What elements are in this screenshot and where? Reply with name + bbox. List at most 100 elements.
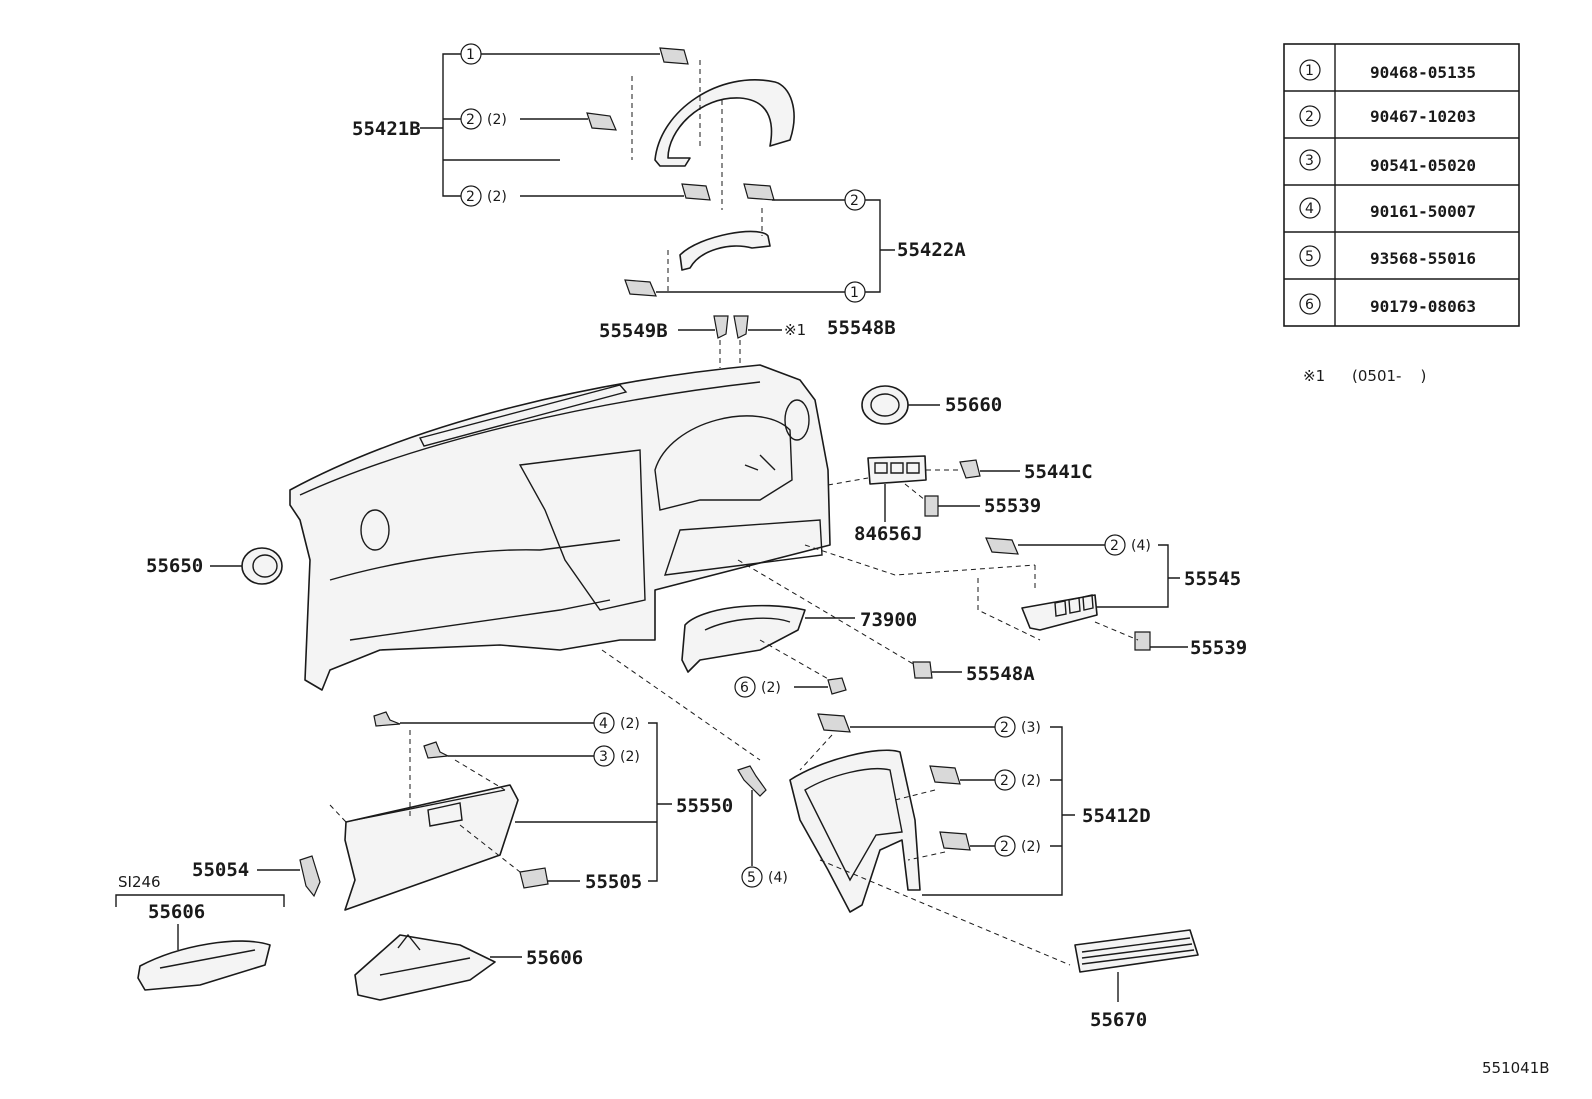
callout-6-qty: (2) <box>761 680 781 696</box>
part-label-55670: 55670 <box>1090 1009 1147 1031</box>
note-mark-1: ※1 <box>784 321 806 339</box>
table-row-2-part: 90467-10203 <box>1370 107 1476 126</box>
part-55606-left-group: SI246 55606 <box>115 873 285 991</box>
table-row-2-num: 2 <box>1305 109 1314 125</box>
callout-2e-qty: (3) <box>1021 720 1041 736</box>
liner-55606-a <box>137 940 271 991</box>
callout-1c: 1 <box>850 285 859 301</box>
clip-icon <box>959 459 981 479</box>
clip-icon <box>681 183 711 201</box>
callout-2a-qty: (2) <box>487 112 507 128</box>
callout-1-top: 1 <box>466 47 475 63</box>
table-row-4-part: 90161-50007 <box>1370 202 1476 221</box>
screw-icon <box>737 765 767 797</box>
callout-2b: 2 <box>466 189 475 205</box>
table-row-5-part: 93568-55016 <box>1370 249 1476 268</box>
screw-icon <box>423 741 451 759</box>
part-label-55549B: 55549B <box>599 320 668 342</box>
instrument-panel-main <box>289 364 831 691</box>
part-label-55505: 55505 <box>585 871 642 893</box>
part-label-55550: 55550 <box>676 795 733 817</box>
part-84656J-group: 84656J 55441C 55539 <box>827 455 1093 545</box>
part-55545-group: 2 (4) 55545 55539 <box>804 534 1247 659</box>
clip-icon <box>624 279 657 297</box>
liner-55606-b <box>354 934 496 1001</box>
part-label-55548B: 55548B <box>827 317 896 339</box>
part-label-55539-a: 55539 <box>984 495 1041 517</box>
clip-icon <box>733 315 749 339</box>
part-label-55412D: 55412D <box>1082 805 1151 827</box>
part-55421B-group: 1 2 (2) 2 (2) 55421B <box>352 43 795 210</box>
clip-icon <box>713 315 729 339</box>
clip-icon <box>985 537 1019 555</box>
part-label-55422A: 55422A <box>897 239 966 261</box>
callout-5-qty: (4) <box>768 870 788 886</box>
clip-icon <box>912 661 933 679</box>
part-55412D-group: 2 (3) 2 (2) 2 (2) 55412D <box>789 713 1151 913</box>
switch-84656J <box>867 455 927 485</box>
clip-icon <box>586 112 617 131</box>
screw-5-group: 5 (4) <box>737 765 788 888</box>
callout-6: 6 <box>740 680 749 696</box>
cluster-hood-55421B <box>654 79 795 167</box>
callout-2g-qty: (2) <box>1021 839 1041 855</box>
clip-icon <box>659 47 689 65</box>
fastener-parts-table: 1 90468-05135 2 90467-10203 3 90541-0502… <box>1283 43 1520 327</box>
clip-icon <box>929 765 961 785</box>
part-label-73900: 73900 <box>860 609 917 631</box>
callout-2c: 2 <box>850 193 859 209</box>
vent-55660 <box>861 385 909 425</box>
callout-3-qty: (2) <box>620 749 640 765</box>
part-55606-right-group: 55606 <box>354 933 583 1001</box>
table-row-3-num: 3 <box>1305 153 1314 169</box>
table-row-1-num: 1 <box>1305 63 1314 79</box>
part-55054-group: 55054 <box>192 855 321 898</box>
part-55422A-group: 2 1 55422A <box>624 183 966 303</box>
part-label-55606-a: 55606 <box>148 901 205 923</box>
part-55549B-55548B-group: 55549B ※1 55548B <box>599 315 896 368</box>
part-55650-group: 55650 <box>146 547 283 585</box>
callout-2f-qty: (2) <box>1021 773 1041 789</box>
table-row-5-num: 5 <box>1305 249 1314 265</box>
clip-icon <box>924 495 939 517</box>
console-panel-55412D <box>789 749 921 913</box>
clip-icon <box>939 831 971 851</box>
part-label-84656J: 84656J <box>854 523 923 545</box>
clip-icon <box>743 183 775 201</box>
table-row-1-part: 90468-05135 <box>1370 63 1476 82</box>
diagram-id: 551041B <box>1482 1059 1550 1077</box>
part-label-55545: 55545 <box>1184 568 1241 590</box>
part-55670-group: 55670 <box>819 859 1199 1031</box>
footnote-mark: ※1 <box>1303 367 1325 385</box>
callout-2d-qty: (4) <box>1131 538 1151 554</box>
table-row-4-num: 4 <box>1305 201 1314 217</box>
callout-2e: 2 <box>1000 720 1009 736</box>
part-label-55660: 55660 <box>945 394 1002 416</box>
garnish-55422A <box>679 230 771 271</box>
bolt-icon <box>827 677 847 695</box>
screw-icon <box>373 711 401 727</box>
callout-2f: 2 <box>1000 773 1009 789</box>
part-55550-group: 4 (2) 3 (2) 55550 55505 <box>329 649 761 911</box>
footnote-text: (0501- ) <box>1352 367 1426 385</box>
callout-2g: 2 <box>1000 839 1009 855</box>
clip-icon <box>1134 631 1151 651</box>
cover-73900 <box>681 604 806 673</box>
part-label-55606-b: 55606 <box>526 947 583 969</box>
part-label-55539-b: 55539 <box>1190 637 1247 659</box>
latch-icon <box>519 867 549 889</box>
callout-2d: 2 <box>1110 538 1119 554</box>
part-label-55421B: 55421B <box>352 118 421 140</box>
part-55660-group: 55660 <box>861 385 1002 425</box>
callout-3: 3 <box>599 749 608 765</box>
table-row-6-num: 6 <box>1305 297 1314 313</box>
table-row-3-part: 90541-05020 <box>1370 156 1476 175</box>
glove-box-55550 <box>344 784 519 911</box>
part-label-55441C: 55441C <box>1024 461 1093 483</box>
vent-55650 <box>241 547 283 585</box>
si-label: SI246 <box>118 873 161 891</box>
part-label-55054: 55054 <box>192 859 249 881</box>
part-label-55548A: 55548A <box>966 663 1035 685</box>
table-row-6-part: 90179-08063 <box>1370 297 1476 316</box>
